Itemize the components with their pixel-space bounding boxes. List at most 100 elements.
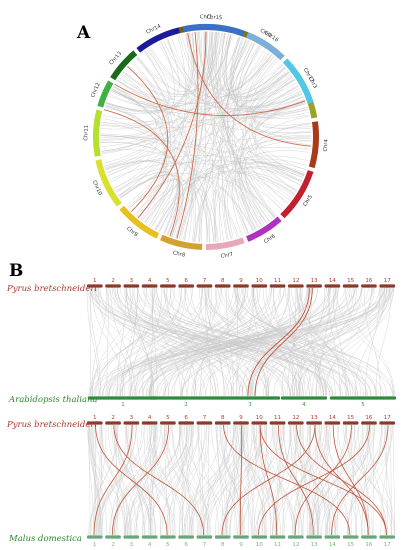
synteny-link [238, 96, 304, 231]
synteny-link [144, 424, 200, 536]
synteny-link [178, 31, 212, 239]
synteny-link [203, 424, 234, 536]
malus-chr-number: 10 [256, 542, 263, 548]
malus-chr-bar-centromere [348, 535, 352, 539]
malus-chr-bar-centromere [256, 535, 261, 539]
synteny-link [204, 287, 269, 397]
synteny-link [235, 85, 299, 234]
synteny-link [294, 424, 327, 536]
synteny-link [114, 31, 200, 190]
synteny-link [256, 287, 324, 397]
synteny-link [96, 424, 102, 536]
chromosome-arc-chr10 [95, 159, 122, 207]
synteny-link [120, 287, 368, 397]
synteny-link [171, 424, 202, 536]
synteny-link [105, 31, 198, 113]
synteny-link [113, 424, 162, 536]
arabidopsis-chr-bar-centromere [180, 396, 184, 400]
synteny-link [150, 424, 182, 536]
synteny-link [104, 32, 193, 115]
pyrus-chr-bar-centromere [330, 284, 334, 288]
pyrus-chr-bar-centromere [311, 284, 315, 288]
pyrus-chr-bar-centromere [92, 284, 96, 288]
synteny-link [86, 287, 99, 397]
synteny-link [146, 49, 283, 98]
synteny-link [136, 287, 272, 397]
synteny-link [259, 424, 297, 536]
arabidopsis-chromosome-track [88, 396, 396, 400]
synteny-link [211, 424, 238, 536]
malus-chr-number: 17 [384, 542, 391, 548]
synteny-link [151, 287, 181, 397]
synteny-link [100, 142, 215, 243]
synteny-link [199, 52, 270, 243]
synteny-link [253, 424, 277, 536]
synteny-link [130, 179, 183, 237]
synteny-link [178, 102, 306, 240]
synteny-link [128, 33, 225, 95]
synteny-link [297, 287, 391, 397]
pyrus-chr-number: 10 [256, 278, 263, 284]
pyrus-chr-number: 16 [365, 415, 372, 421]
pyrus-chr-number: 3 [130, 278, 134, 284]
synteny-link [107, 287, 193, 397]
synteny-link [190, 424, 208, 536]
synteny-link [365, 287, 381, 397]
synteny-link [205, 287, 225, 397]
synteny-link [92, 424, 102, 536]
synteny-link [164, 287, 341, 397]
synteny-link [193, 287, 309, 397]
synteny-link [155, 155, 309, 230]
pyrus-chr-number: 14 [329, 415, 336, 421]
synteny-link [103, 62, 164, 164]
synteny-link [88, 424, 152, 536]
synteny-link [253, 287, 296, 397]
duplicated-gene-link [95, 424, 168, 536]
synteny-link [282, 424, 298, 536]
malus-chr-number: 13 [311, 542, 318, 548]
synteny-link [88, 287, 186, 397]
duplicated-gene-link [176, 32, 199, 239]
pyrus-chr-bar-centromere [256, 284, 261, 288]
pyrus-chr-bar-centromere [183, 421, 187, 425]
synteny-link [217, 287, 377, 397]
synteny-link [115, 32, 220, 193]
synteny-link [142, 424, 188, 536]
synteny-link [96, 287, 292, 397]
arabidopsis-chr-number: 3 [248, 402, 252, 408]
synteny-link [144, 34, 232, 91]
synteny-link [199, 31, 255, 232]
pyrus-chr-bar-centromere [220, 284, 224, 288]
malus-chr-number: 16 [365, 542, 372, 548]
synteny-link [115, 287, 261, 397]
synteny-link [89, 287, 234, 397]
synteny-link [159, 424, 200, 536]
synteny-link [241, 424, 253, 536]
pyrus-chr-number: 7 [203, 278, 207, 284]
synteny-link [89, 287, 334, 397]
pyrus-chr-bar-centromere [348, 421, 352, 425]
synteny-link [87, 424, 94, 536]
synteny-link [299, 287, 312, 397]
synteny-link [126, 287, 154, 397]
malus-chr-number: 7 [203, 542, 207, 548]
circos-chromosome-ring [93, 24, 319, 250]
synteny-link [204, 287, 322, 397]
synteny-link [130, 287, 253, 397]
pyrus-chr-number: 8 [221, 415, 225, 421]
synteny-link [281, 287, 310, 397]
pyrus-chr-number: 3 [130, 415, 134, 421]
chromosome-arc-chr11 [93, 109, 103, 157]
synteny-link [251, 424, 257, 536]
synteny-link [89, 287, 203, 397]
synteny-link [102, 90, 301, 123]
synteny-link [367, 424, 386, 536]
pyrus-chr-bar-centromere [348, 284, 352, 288]
synteny-link [244, 130, 312, 224]
synteny-link [200, 287, 377, 397]
synteny-link [241, 287, 390, 397]
synteny-link [119, 287, 339, 397]
synteny-link [253, 424, 266, 536]
